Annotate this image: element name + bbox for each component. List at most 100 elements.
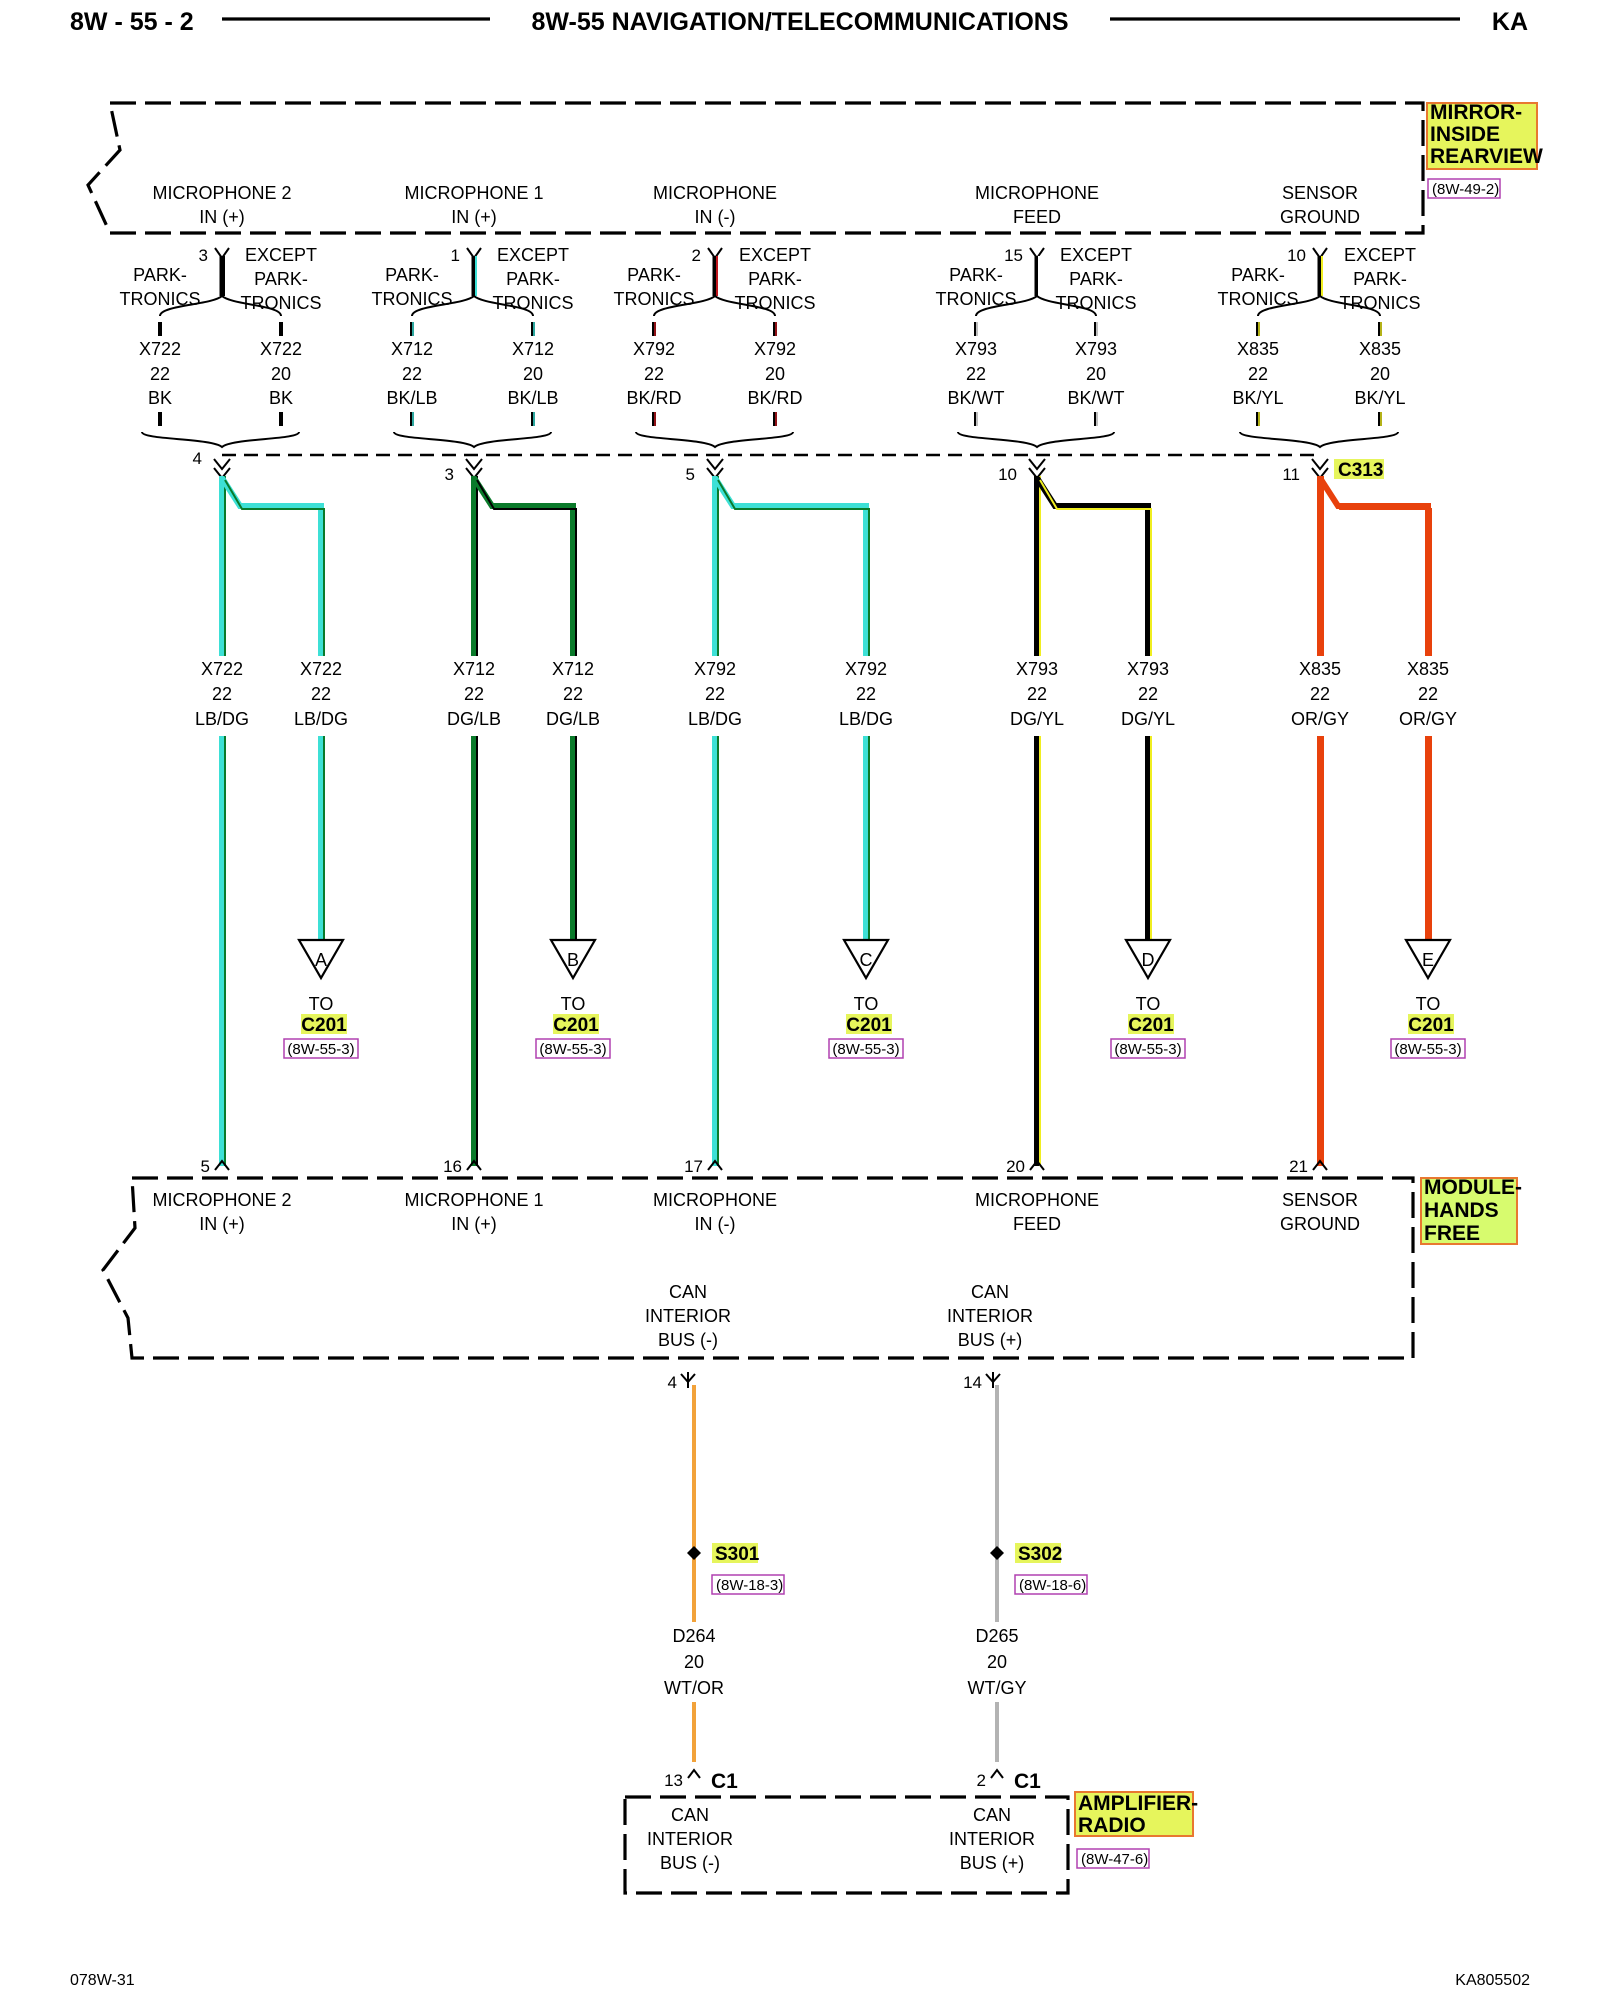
amplifier-c1-pins: 13 C1 2 C1 [664, 1768, 1041, 1793]
splice-s301-dot [687, 1546, 701, 1560]
park-color: BK/WT [948, 388, 1005, 408]
d265-gauge: 20 [987, 1652, 1007, 1672]
except-gauge: 20 [1086, 364, 1106, 384]
except-park-tronics-label: PARK- [1069, 269, 1123, 289]
amplifier-title-tag: AMPLIFIER- RADIO [1074, 1791, 1198, 1837]
branch-circuit: X712 [552, 659, 594, 679]
amp-can-minus: CAN INTERIOR BUS (-) [647, 1805, 733, 1873]
main-color: OR/GY [1291, 709, 1349, 729]
except-color: BK/WT [1068, 388, 1125, 408]
module-can-plus-line1: CAN [971, 1282, 1009, 1302]
module-pin-sublabel: IN (-) [695, 1214, 736, 1234]
offpage-tag [301, 1014, 347, 1034]
park-tronics-label: TRONICS [120, 289, 201, 309]
mirror-title-line2: INSIDE [1430, 123, 1500, 146]
amp-can-plus-line1: CAN [973, 1805, 1011, 1825]
amplifier-ref[interactable]: (8W-47-6) [1081, 1851, 1148, 1868]
module-pin-1: MICROPHONE 2IN (+) [152, 1190, 291, 1234]
except-park-tronics-label: PARK- [748, 269, 802, 289]
c313-fork [465, 458, 483, 480]
except-color: BK/YL [1354, 388, 1405, 408]
c313-fork [213, 458, 231, 480]
module-can-plus-line3: BUS (+) [958, 1330, 1023, 1350]
branch-color: DG/LB [546, 709, 600, 729]
except-color: BK/RD [747, 388, 802, 408]
offpage-ref-box [828, 1038, 904, 1059]
offpage-ref: (8W-55-3) [832, 1041, 899, 1058]
except-park-tronics-label: PARK- [1353, 269, 1407, 289]
main-label-box [1286, 656, 1354, 736]
d265-circuit: D265 [975, 1626, 1018, 1646]
main-gauge: 22 [212, 684, 232, 704]
main-circuit: X835 [1299, 659, 1341, 679]
can-plus-module-pin: 14 [963, 1373, 982, 1392]
park-color: BK/LB [386, 388, 437, 408]
main-circuit: X793 [1016, 659, 1058, 679]
mirror-cavity-number: 10 [1287, 246, 1306, 265]
mirror-pin-1: MICROPHONE 2IN (+) [152, 183, 291, 227]
module-pin-2: MICROPHONE 1IN (+) [404, 1190, 543, 1234]
branch-label-box [539, 656, 607, 736]
park-color: BK/YL [1232, 388, 1283, 408]
module-pin-sublabel: FEED [1013, 1214, 1061, 1234]
module-pin-label: MICROPHONE 1 [404, 1190, 543, 1210]
mirror-pin-label: SENSOR [1282, 183, 1358, 203]
module-can-plus: CAN INTERIOR BUS (+) [947, 1282, 1033, 1350]
except-circuit: X835 [1359, 339, 1401, 359]
amp-c1-label-right: C1 [1014, 1770, 1041, 1793]
offpage-connector: C201 [1408, 1015, 1454, 1036]
offpage-ref: (8W-55-3) [1114, 1041, 1181, 1058]
offpage-to: TO [1136, 994, 1161, 1014]
mirror-title-line1: MIRROR- [1430, 101, 1522, 124]
module-pin-fork [466, 1159, 482, 1171]
main-circuit: X792 [694, 659, 736, 679]
main-label-box [440, 656, 508, 736]
branch-circuit: X793 [1127, 659, 1169, 679]
except-gauge: 20 [1370, 364, 1390, 384]
splice-s302-ref[interactable]: (8W-18-6) [1019, 1577, 1086, 1594]
module-pin-label: SENSOR [1282, 1190, 1358, 1210]
park-gauge: 22 [150, 364, 170, 384]
splice-s301-ref[interactable]: (8W-18-3) [716, 1577, 783, 1594]
module-pin-number: 21 [1289, 1157, 1308, 1176]
offpage-arrow [297, 938, 345, 981]
c313-pin-number: 10 [998, 465, 1017, 484]
offpage-arrow-letter: B [567, 950, 579, 970]
amp-can-plus: CAN INTERIOR BUS (+) [949, 1805, 1035, 1873]
main-color: DG/YL [1010, 709, 1064, 729]
module-can-plus-line2: INTERIOR [947, 1306, 1033, 1326]
module-title-line1: MODULE- [1424, 1176, 1522, 1199]
footer-right: KA805502 [1455, 1972, 1530, 1989]
c313-fork [1028, 458, 1046, 480]
mirror-ref[interactable]: (8W-49-2) [1432, 181, 1499, 198]
mirror-ref-link[interactable]: (8W-49-2) [1427, 178, 1501, 199]
park-circuit: X722 [139, 339, 181, 359]
upper-circuit-5: 10PARK-TRONICSEXCEPTPARK-TRONICSX83522BK… [1218, 245, 1421, 484]
offpage-to: TO [1416, 994, 1441, 1014]
park-tronics-label: PARK- [627, 265, 681, 285]
mirror-pin-2: MICROPHONE 1IN (+) [404, 183, 543, 227]
mirror-cavity-number: 15 [1004, 246, 1023, 265]
splice-s301-label: S301 [715, 1544, 760, 1565]
branch-color: OR/GY [1399, 709, 1457, 729]
offpage-tag [1408, 1014, 1454, 1034]
offpage-arrow-letter: A [315, 950, 327, 970]
mirror-pin-sublabel: IN (+) [451, 207, 497, 227]
splice-s302-dot [990, 1546, 1004, 1560]
main-circuit: X712 [453, 659, 495, 679]
c313-pin-number: 5 [686, 465, 695, 484]
offpage-arrow-letter: C [860, 950, 873, 970]
except-park-tronics-label: EXCEPT [1344, 245, 1416, 265]
main-gauge: 22 [705, 684, 725, 704]
branch-label-box [287, 656, 355, 736]
except-park-tronics-label: TRONICS [1056, 293, 1137, 313]
offpage-ref-box [1390, 1038, 1466, 1059]
c313-tag: C313 [1334, 459, 1384, 481]
offpage-connector: C201 [846, 1015, 892, 1036]
module-title-line3: FREE [1424, 1222, 1480, 1245]
